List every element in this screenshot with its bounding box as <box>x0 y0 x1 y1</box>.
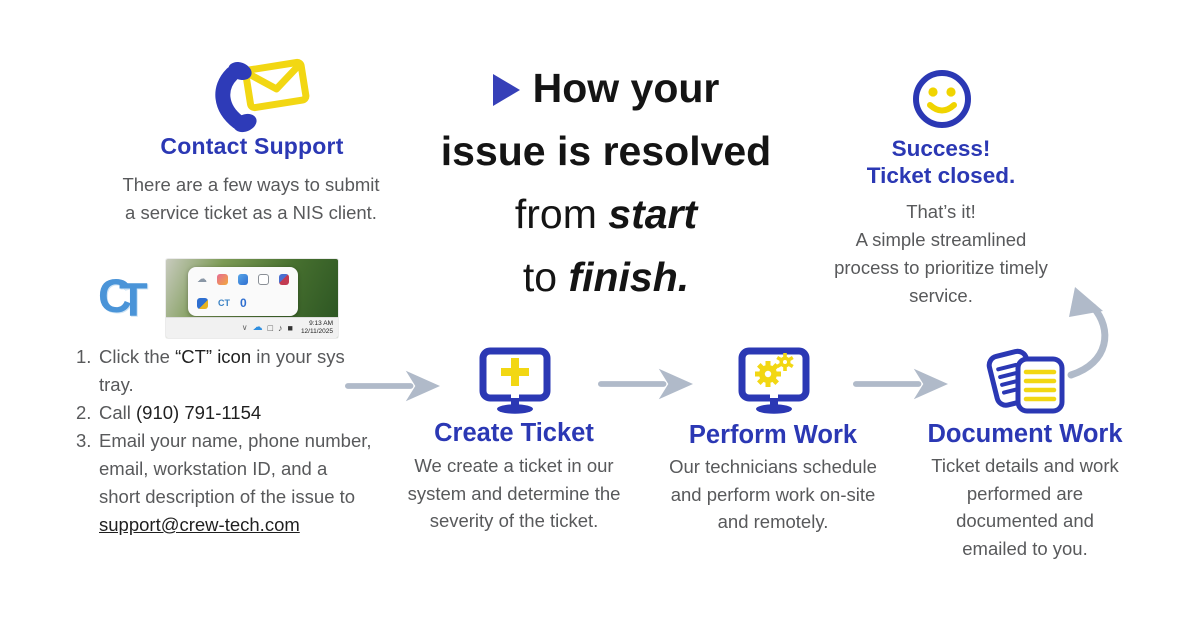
monitor-plus-icon <box>479 347 551 414</box>
contact-steps-list: 1.Click the “CT” icon in your sys tray. … <box>76 343 372 539</box>
success-line1: Success! <box>891 136 991 161</box>
chevron-icon: ∨ <box>241 323 248 332</box>
curved-arrow-icon <box>1067 287 1109 379</box>
onedrive-cloud-icon: ☁ <box>252 322 263 333</box>
display-icon: □ <box>267 322 273 333</box>
headline-line4: to <box>522 254 569 300</box>
success-line2: Ticket closed. <box>866 163 1016 188</box>
folder-icon: ■ <box>287 322 293 333</box>
list-item: 1. Click the “CT” icon in your sys tray. <box>76 343 372 399</box>
success-thats-it: That’s it! <box>906 201 976 222</box>
flow-arrow-icon <box>598 368 693 400</box>
play-triangle-icon <box>492 74 520 106</box>
ct-logo-c: C <box>98 269 132 322</box>
taskbar-time: 9:13 AM <box>309 320 333 327</box>
list-item: 2. Call (910) 791-1154 <box>76 399 372 427</box>
list-number: 2. <box>76 402 92 423</box>
step-description-document-work: Ticket details and work performed are do… <box>931 455 1119 559</box>
documents-icon <box>986 348 1065 414</box>
flow-arrow-icon <box>853 368 948 400</box>
phone-link-tray-icon <box>258 274 269 285</box>
contact-support-heading: Contact Support <box>160 133 344 159</box>
support-email-link[interactable]: support@crew-tech.com <box>99 514 300 535</box>
contact-support-description: There are a few ways to submit a service… <box>122 174 380 223</box>
step-title-document-work: Document Work <box>927 420 1123 448</box>
monitor-gears-icon <box>738 347 810 414</box>
phone-icon <box>215 62 257 133</box>
step-emphasis: “CT” icon <box>175 346 252 367</box>
headline-line3: from <box>514 191 609 237</box>
step-text: Email your name, phone number, email, wo… <box>99 430 372 507</box>
step-description-create-ticket: We create a ticket in our system and det… <box>407 455 621 531</box>
speaker-icon: ♪ <box>278 322 283 333</box>
cloud-tray-icon: ☁ <box>197 274 207 285</box>
ct-logo: CT <box>98 268 147 326</box>
system-tray-screenshot: ☁ CT 0 ∨ ☁ □ ♪ ■ 9:13 AM 12/11/2025 <box>166 259 338 338</box>
success-heading: Success! Ticket closed. <box>841 135 1041 189</box>
ct-logo-t: T <box>118 273 147 326</box>
taskbar: ∨ ☁ □ ♪ ■ 9:13 AM 12/11/2025 <box>166 317 338 338</box>
headline-start-emphasis: start <box>608 191 698 237</box>
security-tray-icon <box>197 298 208 309</box>
success-paragraph: A simple streamlined process to prioriti… <box>834 229 1048 306</box>
headline-line2: issue is resolved <box>440 128 772 174</box>
zero-badge-tray-icon: 0 <box>240 296 247 310</box>
app-tray-icon <box>237 274 249 285</box>
step-description-perform-work: Our technicians schedule and perform wor… <box>669 456 877 532</box>
photos-tray-icon <box>217 274 228 285</box>
step-text: Call <box>99 402 137 423</box>
envelope-icon <box>242 58 310 112</box>
success-description: That’s it! A simple streamlined process … <box>832 198 1050 310</box>
status-tray-icon <box>278 274 289 285</box>
list-item: 3. Email your name, phone number, email, … <box>76 427 372 539</box>
taskbar-date: 12/11/2025 <box>300 328 333 335</box>
headline-finish-emphasis: finish. <box>568 254 690 300</box>
list-number: 1. <box>76 346 92 367</box>
headline: How your issue is resolved from start to… <box>404 57 808 309</box>
tray-popup: ☁ CT 0 <box>188 267 298 316</box>
phone-envelope-icon <box>215 58 310 133</box>
smiley-icon <box>913 70 971 128</box>
headline-line1: How your <box>532 65 720 111</box>
step-text: in your sys tray. <box>99 346 345 395</box>
ct-tray-icon[interactable]: CT <box>218 298 230 308</box>
phone-number: (910) 791-1154 <box>136 402 262 423</box>
clock-readout: 9:13 AM 12/11/2025 <box>301 320 333 336</box>
flow-arrow-icon <box>345 370 440 402</box>
list-number: 3. <box>76 430 92 451</box>
step-title-perform-work: Perform Work <box>688 421 858 449</box>
step-text: Click the <box>99 346 176 367</box>
step-title-create-ticket: Create Ticket <box>434 419 594 447</box>
